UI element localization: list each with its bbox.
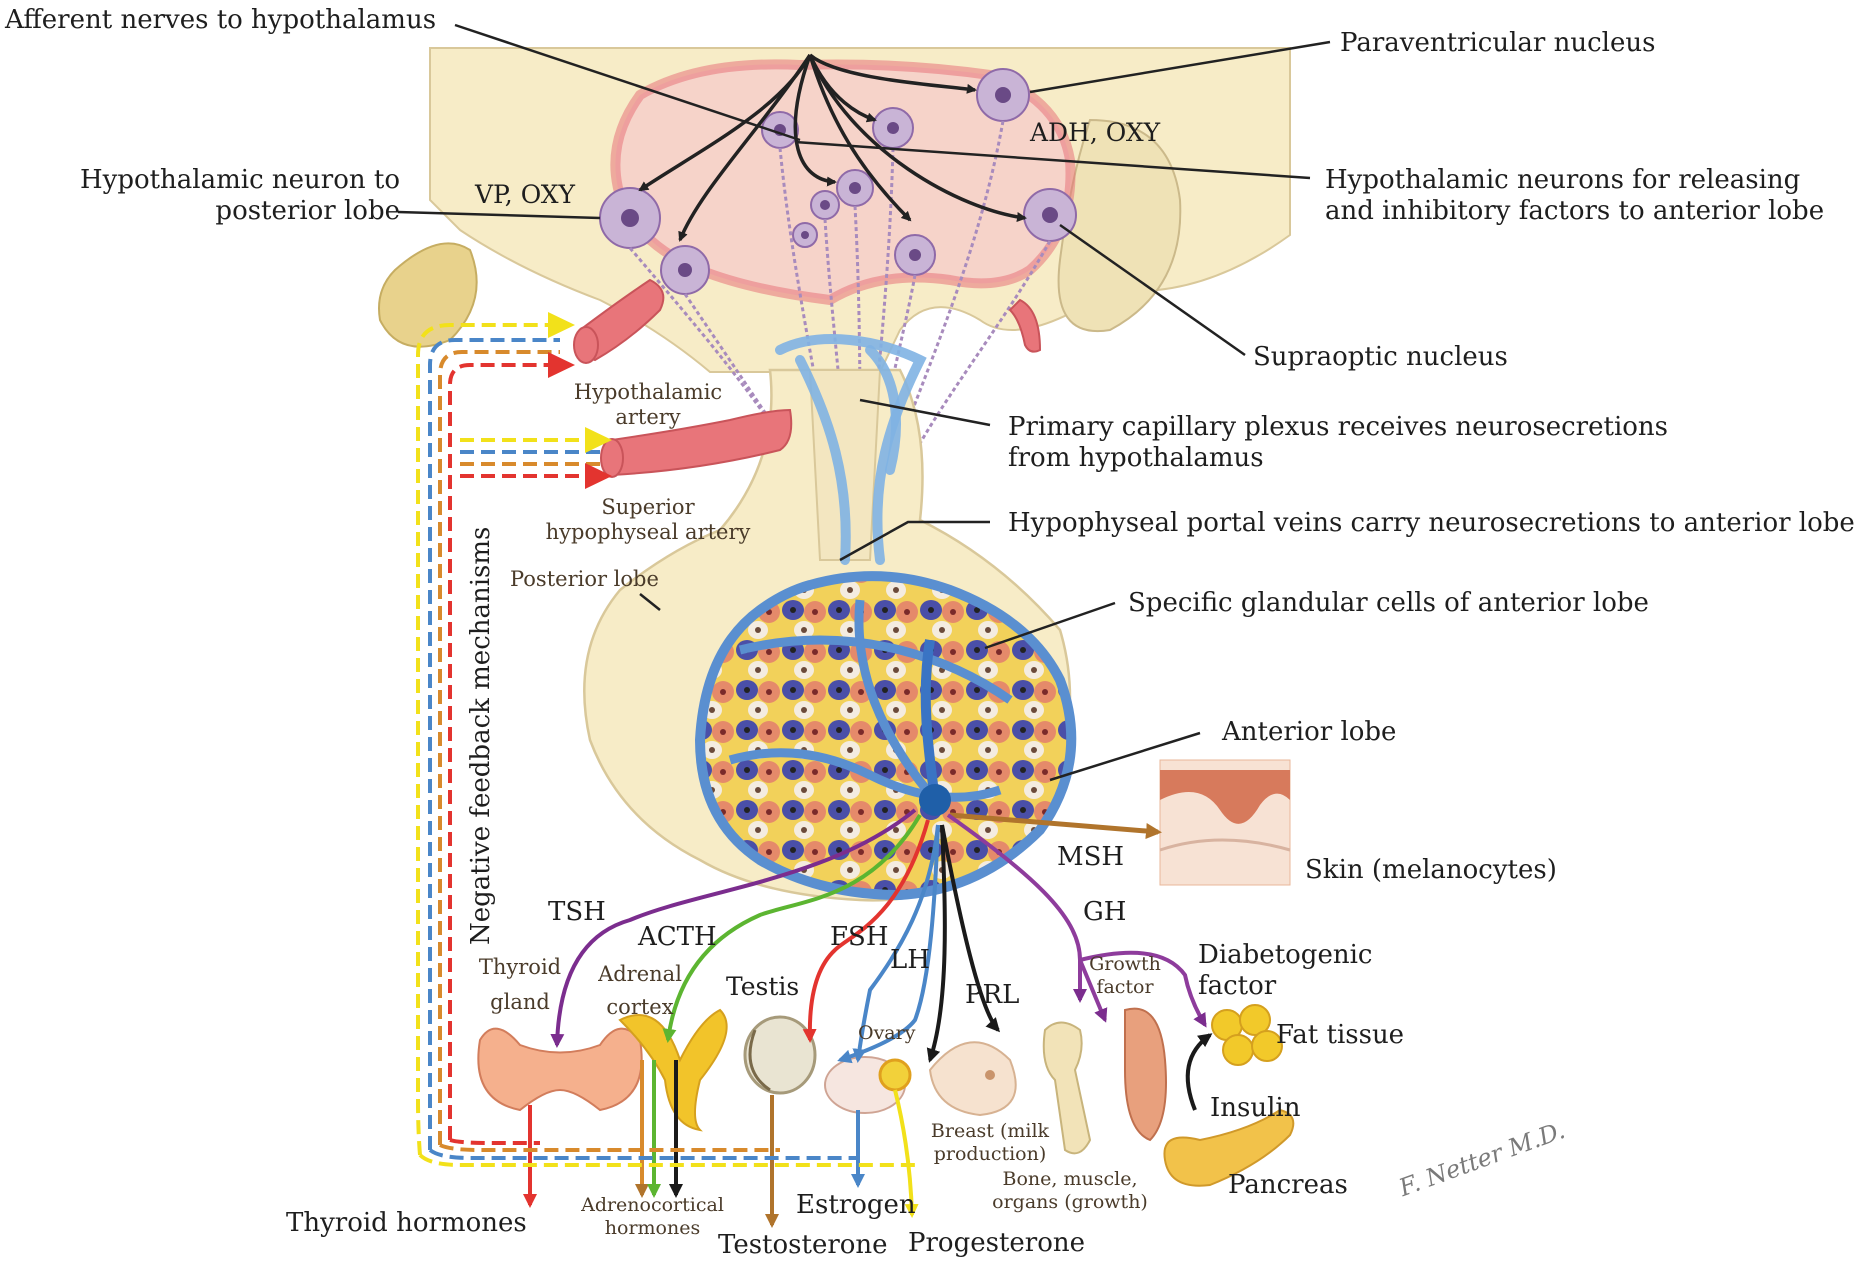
label-skin-melanocytes: Skin (melanocytes) <box>1305 855 1557 886</box>
label-adrenocortical-hormones: Adrenocortical hormones <box>570 1194 735 1240</box>
label-adrenal-cortex: Adrenal cortex <box>590 962 690 1020</box>
label-estrogen: Estrogen <box>796 1190 916 1221</box>
label-vp-oxy: VP, OXY <box>475 180 575 210</box>
label-hypothalamic-artery: Hypothalamic artery <box>548 380 748 430</box>
label-testosterone: Testosterone <box>718 1230 888 1261</box>
label-posterior-lobe: Posterior lobe <box>510 567 659 592</box>
label-breast: Breast (milk production) <box>925 1120 1055 1166</box>
label-gh: GH <box>1083 897 1126 928</box>
skin-illustration <box>1160 760 1290 885</box>
label-prl: PRL <box>965 980 1019 1011</box>
label-bone-muscle: Bone, muscle, organs (growth) <box>990 1168 1150 1214</box>
label-tsh: TSH <box>548 897 606 928</box>
label-diabetogenic-factor: Diabetogenic factor <box>1198 940 1372 1002</box>
label-adh-oxy: ADH, OXY <box>1030 118 1160 148</box>
label-fat-tissue: Fat tissue <box>1276 1020 1404 1051</box>
label-afferent-nerves: Afferent nerves to hypothalamus <box>5 5 436 36</box>
label-hypophyseal-portal-veins: Hypophyseal portal veins carry neurosecr… <box>1008 508 1855 539</box>
label-supraoptic-nucleus: Supraoptic nucleus <box>1253 342 1508 373</box>
label-hypothalamic-neurons-releasing: Hypothalamic neurons for releasing and i… <box>1325 165 1824 227</box>
fat-tissue-shape <box>1212 1005 1282 1065</box>
label-fsh: FSH <box>830 922 889 953</box>
label-lh: LH <box>890 945 930 976</box>
thyroid-gland-shape <box>478 1029 641 1110</box>
label-hypothalamic-neuron-posterior: Hypothalamic neuron to posterior lobe <box>60 165 400 227</box>
label-glandular-cells: Specific glandular cells of anterior lob… <box>1128 588 1649 619</box>
label-testis: Testis <box>726 972 799 1002</box>
label-anterior-lobe: Anterior lobe <box>1222 717 1396 748</box>
label-thyroid-hormones: Thyroid hormones <box>286 1208 527 1239</box>
label-paraventricular-nucleus: Paraventricular nucleus <box>1340 28 1655 59</box>
label-pancreas: Pancreas <box>1228 1170 1348 1201</box>
label-primary-capillary-plexus: Primary capillary plexus receives neuros… <box>1008 412 1668 474</box>
anterior-lobe <box>700 576 1071 895</box>
label-acth: ACTH <box>638 922 717 953</box>
label-msh: MSH <box>1057 842 1124 873</box>
bone-muscle-shape <box>1044 1009 1166 1154</box>
label-superior-hypophyseal-artery: Superior hypophyseal artery <box>528 495 768 545</box>
label-ovary: Ovary <box>858 1022 915 1045</box>
testis-shape <box>745 1017 815 1093</box>
label-growth-factor: Growth factor <box>1080 953 1170 999</box>
breast-shape <box>930 1042 1016 1115</box>
label-thyroid-gland: Thyroid gland <box>470 955 570 1015</box>
label-negative-feedback: Negative feedback mechanisms <box>466 527 496 945</box>
label-insulin: Insulin <box>1210 1093 1300 1124</box>
label-progesterone: Progesterone <box>908 1228 1085 1259</box>
